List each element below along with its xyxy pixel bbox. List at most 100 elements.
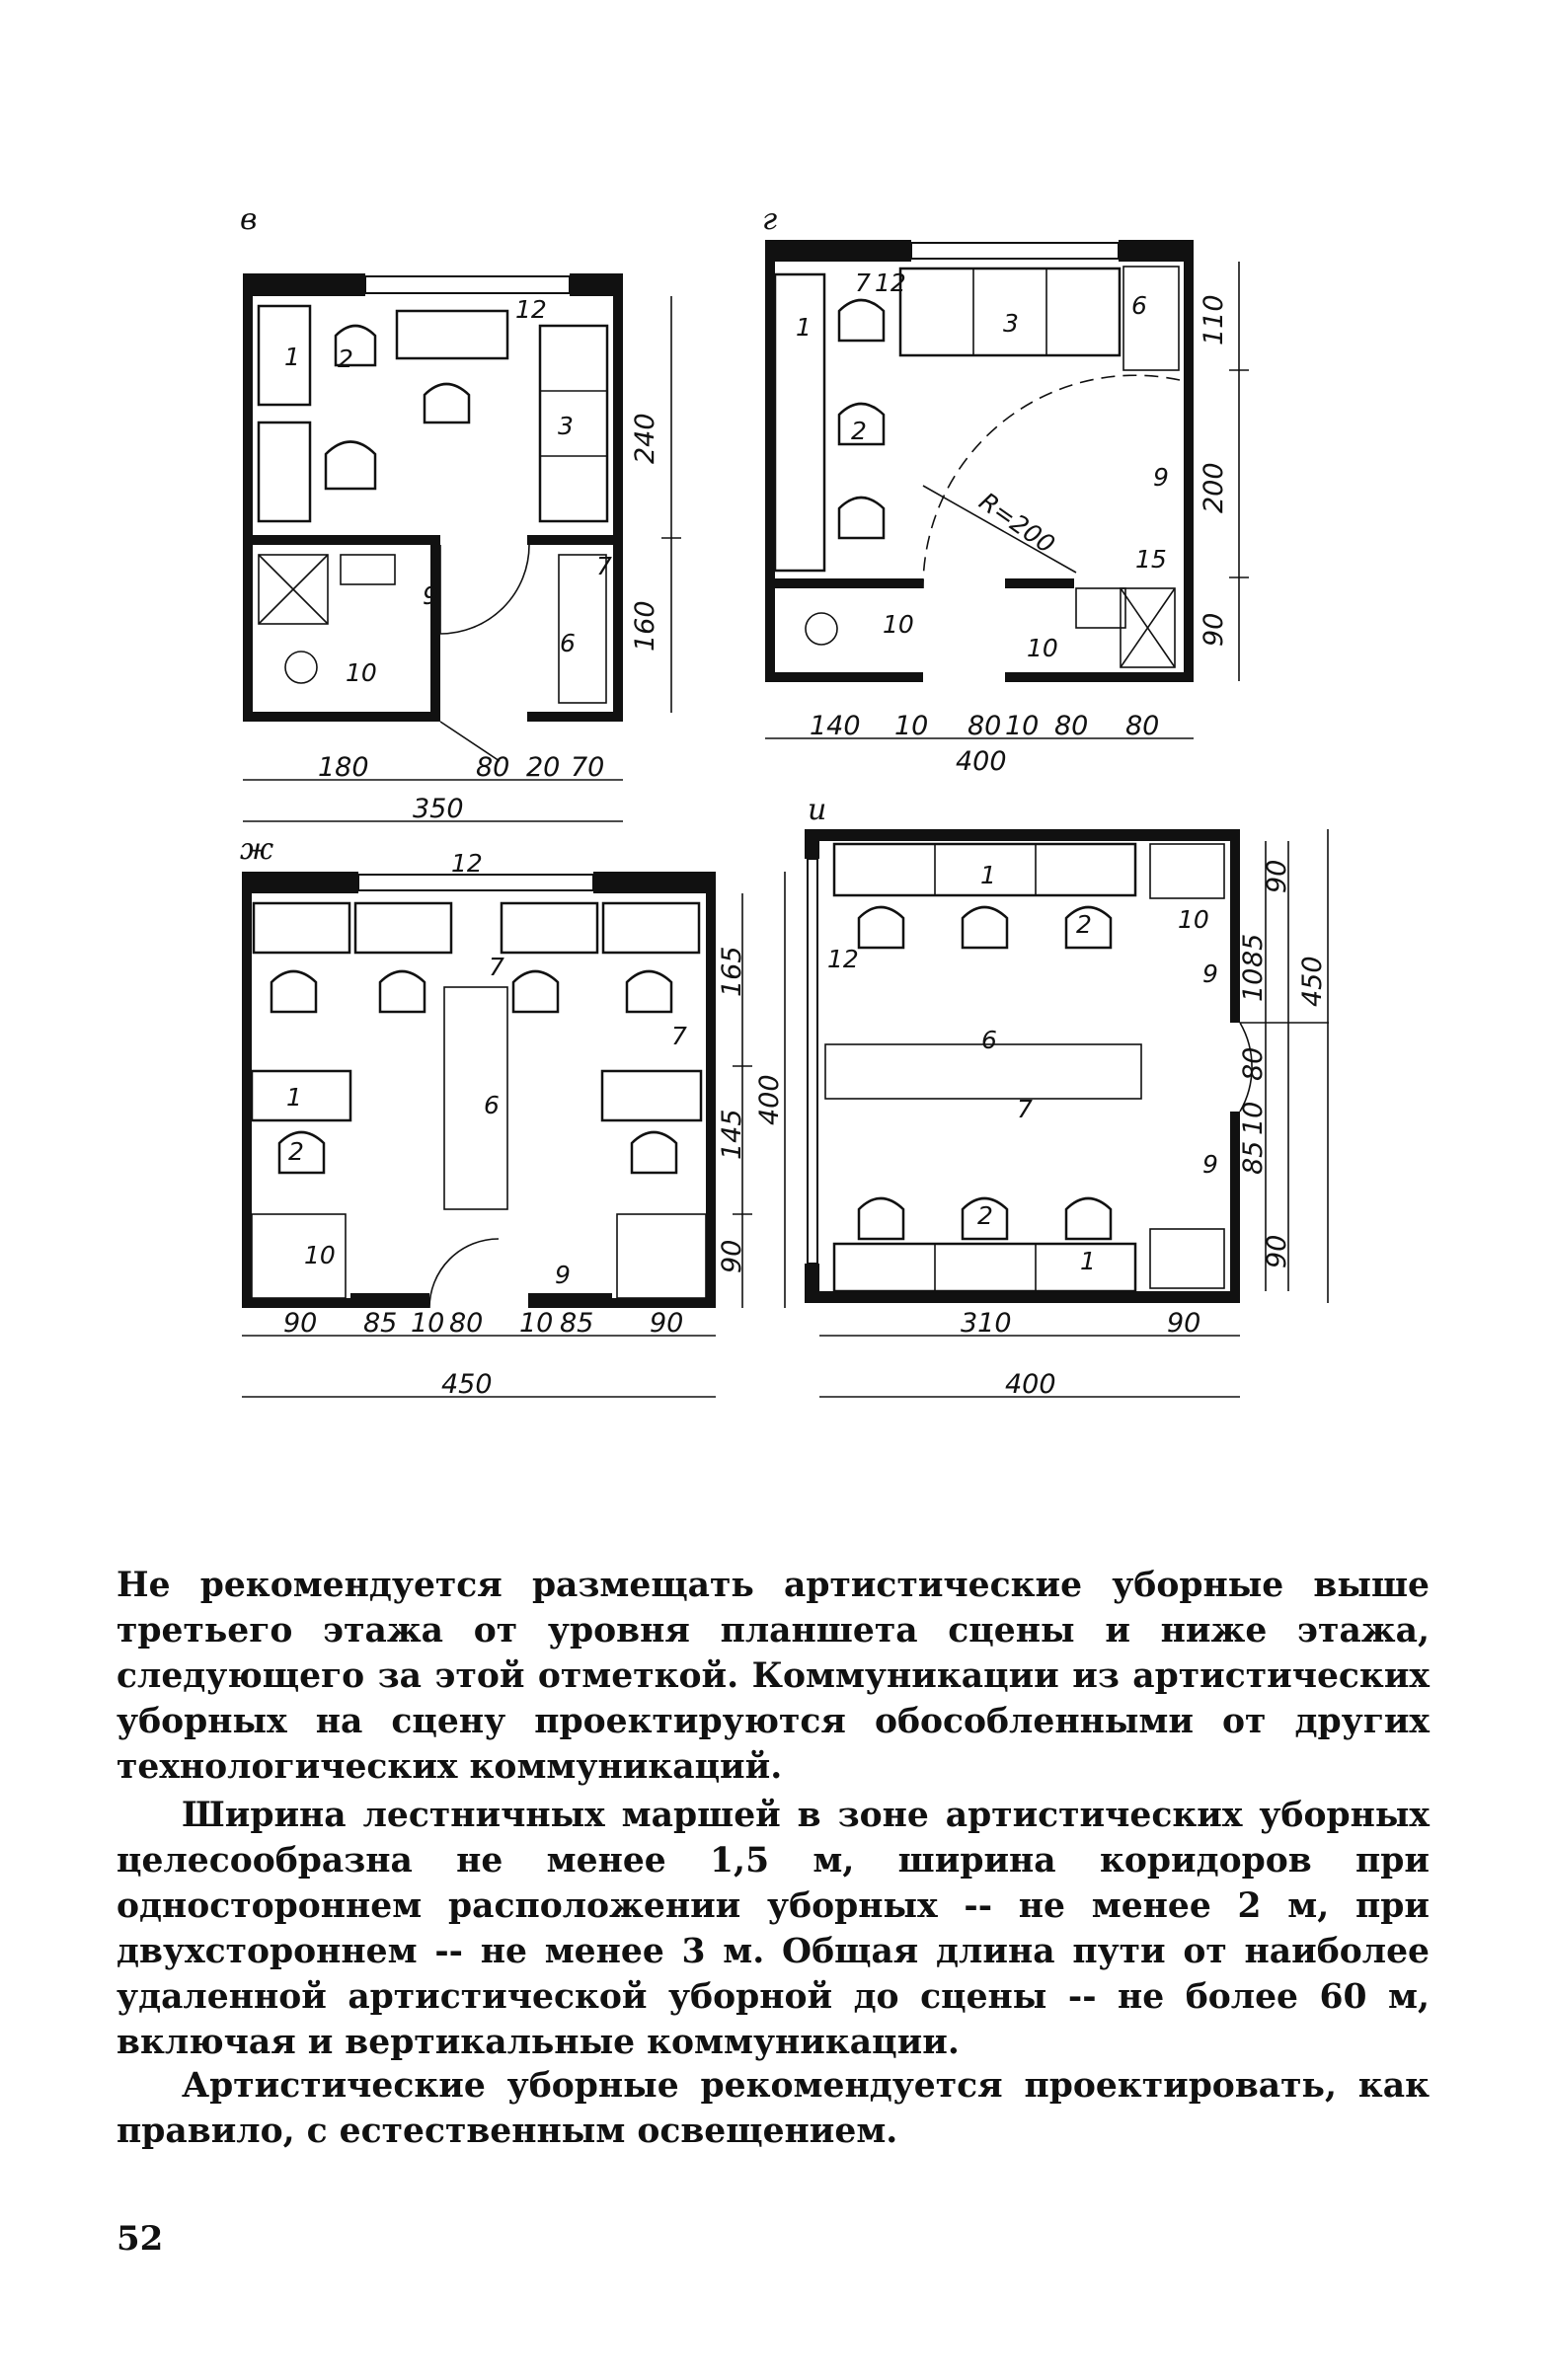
item-number: 15 — [1135, 545, 1167, 574]
dimension: 80 — [968, 711, 1001, 741]
door — [439, 721, 501, 762]
sink — [1075, 587, 1126, 629]
item-number: 10 — [1027, 634, 1058, 662]
toilet-cabin — [251, 1213, 347, 1299]
wall — [242, 872, 358, 893]
dimension: 160 — [630, 600, 660, 652]
dimension: 10 — [519, 1308, 553, 1339]
wall — [527, 712, 623, 722]
wall — [243, 273, 365, 296]
item-number: 2 — [288, 1137, 304, 1166]
dimension: 310 — [961, 1308, 1012, 1339]
dimension: 240 — [630, 413, 660, 464]
dimension-total: 450 — [1297, 956, 1328, 1007]
chair — [378, 969, 426, 1014]
dressing-table — [353, 901, 453, 955]
dressing-table — [500, 901, 599, 955]
shower — [258, 554, 329, 625]
table — [395, 309, 509, 360]
wall — [765, 578, 923, 588]
wall — [612, 1298, 716, 1308]
item-number: 3 — [1003, 309, 1019, 338]
wall — [1230, 829, 1240, 1023]
dressing-table-row — [832, 842, 1137, 897]
chair — [270, 969, 318, 1014]
item-number: 1 — [796, 313, 812, 342]
dimension: 90 — [1199, 613, 1229, 647]
wall-hatched — [528, 1293, 612, 1308]
dimension: 85 — [363, 1308, 397, 1339]
dimension: 80 — [476, 752, 509, 783]
dimension: 90 — [1167, 1308, 1200, 1339]
item-number: 2 — [977, 1201, 993, 1230]
paragraph: Ширина лестничных маршей в зоне артистич… — [116, 1793, 1430, 2065]
window — [807, 858, 818, 1265]
plan-label: ж — [240, 832, 273, 867]
dimension: 80 — [1125, 711, 1159, 741]
wall-hatched — [350, 1293, 429, 1308]
dimension-total: 350 — [413, 794, 464, 824]
toilet-cabin — [616, 1213, 707, 1299]
wall — [593, 872, 716, 893]
item-number: 10 — [1178, 905, 1209, 934]
dimension-total: 450 — [441, 1369, 493, 1400]
dimension: 10 — [1005, 711, 1039, 741]
chair — [837, 496, 886, 540]
dimension: 10 — [1238, 968, 1269, 1002]
chair — [423, 382, 471, 424]
item-number: 7 — [1017, 1095, 1033, 1123]
dimension: 145 — [717, 1109, 747, 1160]
dressing-table — [601, 901, 701, 955]
chair — [1064, 1196, 1113, 1241]
door-swing-arc — [922, 374, 1181, 589]
dimension: 20 — [526, 752, 560, 783]
item-number: 7 — [671, 1022, 687, 1050]
dimension: 10 — [1238, 1102, 1269, 1135]
sink — [340, 554, 396, 585]
page-number: 52 — [116, 2219, 164, 2259]
door-swing — [1239, 1022, 1253, 1113]
plan-label: и — [808, 793, 826, 827]
sofa — [538, 324, 609, 523]
item-number: 9 — [555, 1261, 571, 1289]
item-number: 2 — [338, 345, 353, 373]
plan-zh: ж 12 7 7 6 1 2 10 9 165 — [240, 832, 786, 1400]
toilet — [284, 651, 318, 684]
chair — [625, 969, 673, 1014]
wall — [706, 872, 716, 1308]
dimension: 90 — [1262, 1235, 1292, 1268]
dimension: 90 — [717, 1240, 747, 1273]
wardrobe — [443, 986, 508, 1210]
dressing-table — [773, 272, 826, 573]
dimension: 90 — [283, 1308, 317, 1339]
door-swing — [428, 1238, 500, 1309]
chair — [511, 969, 560, 1014]
item-number: 10 — [346, 658, 377, 687]
wall — [570, 273, 623, 296]
door-swing — [439, 544, 530, 635]
dimension: 140 — [810, 711, 861, 741]
item-number: 6 — [981, 1026, 997, 1054]
window — [910, 242, 1120, 260]
item-number: 1 — [284, 343, 300, 371]
dimension-total: 400 — [1005, 1369, 1056, 1400]
wall — [805, 829, 1240, 841]
item-number: 6 — [484, 1091, 500, 1119]
window — [364, 275, 571, 294]
wall — [1119, 240, 1194, 262]
dimension-total: 400 — [754, 1074, 785, 1125]
dimension-total: 400 — [956, 746, 1007, 777]
item-number: 7 — [855, 269, 871, 297]
chair — [857, 905, 905, 950]
chair — [857, 1196, 905, 1241]
paragraph-text: Ширина лестничных маршей в зоне артистич… — [116, 1796, 1430, 2062]
dimension: 80 — [449, 1308, 483, 1339]
wall — [243, 712, 440, 722]
dressing-table — [252, 901, 351, 955]
plan-label: г — [762, 202, 777, 237]
item-number: 9 — [1202, 1150, 1218, 1179]
chair — [961, 905, 1009, 950]
item-number: 2 — [851, 417, 867, 445]
paragraph-text: Артистические уборные рекомендуется прое… — [116, 2066, 1430, 2151]
wall — [527, 535, 623, 545]
